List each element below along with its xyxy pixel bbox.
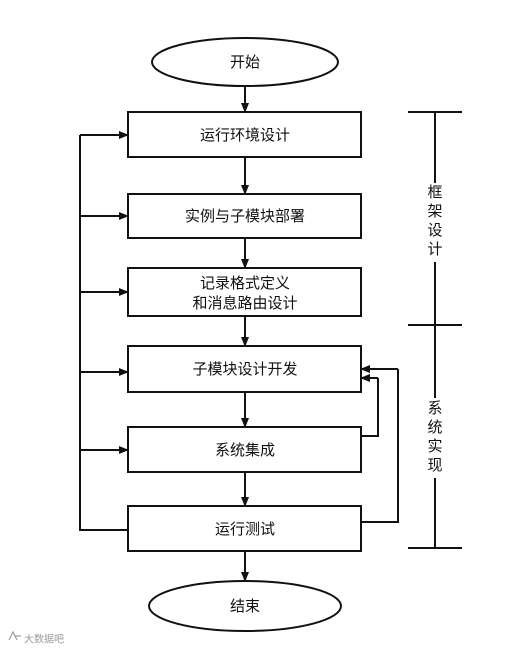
- record-format-label-line2: 和消息路由设计: [192, 294, 297, 312]
- record-format-label-line1: 记录格式定义: [200, 274, 290, 292]
- env-design-label: 运行环境设计: [200, 126, 290, 144]
- end-label: 结束: [230, 597, 260, 615]
- watermark-text: 大数据吧: [24, 633, 64, 646]
- deploy-label: 实例与子模块部署: [185, 207, 305, 225]
- left-feedback-line: [79, 135, 128, 531]
- right-feedback-from-integration: [361, 378, 379, 437]
- phase-framework-char-4: 计: [427, 240, 442, 258]
- phase-framework-char-1: 框: [427, 183, 442, 201]
- phase-implementation-char-2: 统: [427, 418, 442, 436]
- env-design-box: [127, 111, 362, 158]
- phase-implementation-char-3: 实: [427, 437, 442, 455]
- watermark: 大数据吧: [8, 630, 64, 646]
- right-feedback-from-test: [361, 369, 399, 523]
- phase-implementation-char-1: 系: [427, 399, 442, 417]
- phase-implementation-char-4: 现: [427, 456, 442, 474]
- record-format-box: [127, 267, 362, 317]
- phase-framework-char-3: 设: [427, 221, 442, 239]
- start-label: 开始: [230, 53, 260, 71]
- phase-framework-char-2: 架: [427, 202, 442, 220]
- watermark-logo-icon: [8, 630, 21, 641]
- integration-label: 系统集成: [215, 441, 275, 459]
- run-test-label: 运行测试: [215, 520, 275, 538]
- submodule-dev-label: 子模块设计开发: [192, 360, 297, 378]
